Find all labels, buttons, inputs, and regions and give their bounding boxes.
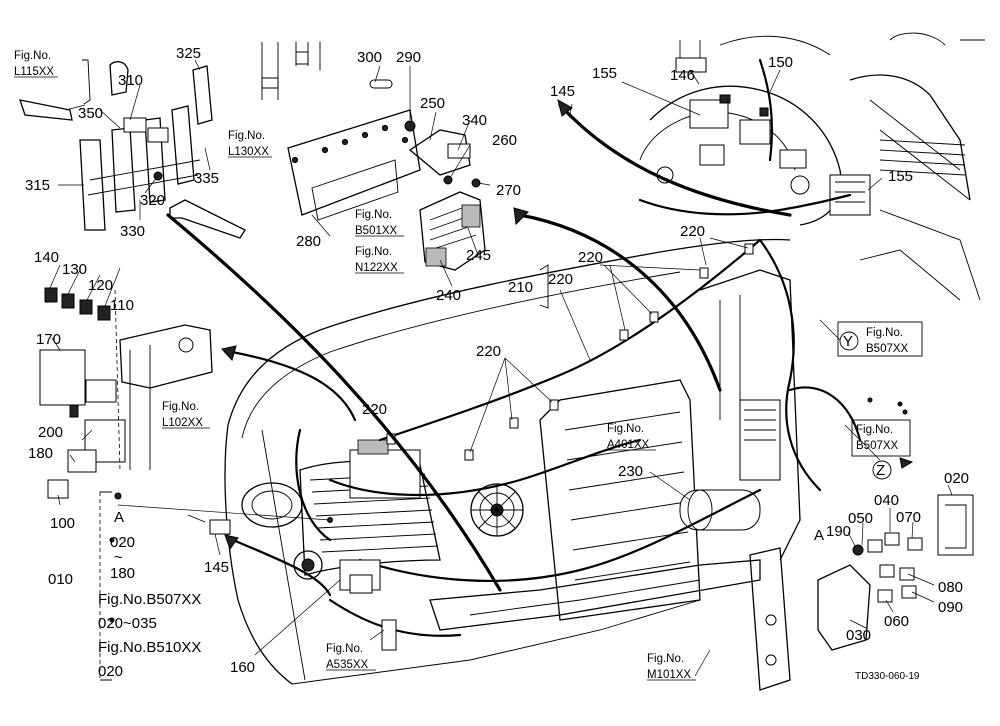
figure-ref-label: Fig.No. xyxy=(355,209,392,221)
part-callout: 350 xyxy=(78,105,103,122)
figure-references: Fig.No. L115XX Fig.No. L130XX Fig.No. B5… xyxy=(14,50,909,681)
part-callout: 145 xyxy=(204,559,229,576)
figure-ref-number: L130XX xyxy=(228,146,269,158)
drawing-id: TD330-060-19 xyxy=(855,671,920,682)
figure-ref-label: Fig.No. xyxy=(228,130,265,142)
part-callout: 050 xyxy=(848,510,873,527)
part-callout: 090 xyxy=(938,599,963,616)
part-callout: 330 xyxy=(120,223,145,240)
part-callout: 230 xyxy=(618,463,643,480)
part-callout: 335 xyxy=(194,170,219,187)
figure-ref-label: Fig.No. xyxy=(162,401,199,413)
figure-ref-label: Fig.No. xyxy=(326,643,363,655)
part-callout: 210 xyxy=(508,279,533,296)
part-callout: 150 xyxy=(768,54,793,71)
part-callout: 220 xyxy=(680,223,705,240)
part-callouts: 325 310 350 315 320 330 335 300 290 250 … xyxy=(25,45,969,676)
diagram-line-art xyxy=(19,32,985,691)
part-callout: 220 xyxy=(548,271,573,288)
view-markers: A Y Z xyxy=(814,331,892,544)
figure-ref-label: Fig.No. xyxy=(355,246,392,258)
part-callout: 220 xyxy=(476,343,501,360)
part-callout: 146 xyxy=(670,67,695,84)
note-range-start: 020 xyxy=(110,534,135,551)
part-callout: 340 xyxy=(462,112,487,129)
part-callout: 245 xyxy=(466,247,491,264)
part-callout: 270 xyxy=(496,182,521,199)
part-callout: 290 xyxy=(396,49,421,66)
figure-ref-number: L102XX xyxy=(162,417,203,429)
part-callout: 260 xyxy=(492,132,517,149)
part-callout: 010 xyxy=(48,571,73,588)
part-callout: 120 xyxy=(88,277,113,294)
part-callout: 220 xyxy=(362,401,387,418)
figure-ref-number: B501XX xyxy=(355,225,398,237)
figure-ref-number: B507XX xyxy=(856,440,899,452)
part-callout: 320 xyxy=(140,192,165,209)
part-callout: 155 xyxy=(592,65,617,82)
figure-ref-label: Fig.No. xyxy=(856,424,893,436)
part-callout: 130 xyxy=(62,261,87,278)
note-fig-ref-2: Fig.No.B510XX xyxy=(98,639,201,656)
part-callout: 300 xyxy=(357,49,382,66)
part-callout: 140 xyxy=(34,249,59,266)
view-marker-z: Z xyxy=(876,462,885,479)
part-callout: 155 xyxy=(888,168,913,185)
part-callout: 315 xyxy=(25,177,50,194)
figure-ref-number: B507XX xyxy=(866,343,909,355)
note-tilde: ~ xyxy=(114,549,123,566)
figure-ref-label: Fig.No. xyxy=(647,653,684,665)
view-marker-y: Y xyxy=(843,333,853,350)
part-callout: 220 xyxy=(578,249,603,266)
figure-ref-number: L115XX xyxy=(14,66,54,78)
assembly-note: A 020 ~ 180 Fig.No.B507XX 020~035 Fig.No… xyxy=(98,509,201,680)
figure-ref-label: Fig.No. xyxy=(866,327,903,339)
note-view-a: A xyxy=(114,509,124,526)
figure-ref-number: M101XX xyxy=(647,669,691,681)
note-fig-ref-1: Fig.No.B507XX xyxy=(98,591,201,608)
figure-ref-label: Fig.No. xyxy=(14,50,51,62)
note-range-2: 020~035 xyxy=(98,615,157,632)
figure-ref-label: Fig.No. xyxy=(607,423,644,435)
part-callout: 040 xyxy=(874,492,899,509)
part-callout: 100 xyxy=(50,515,75,532)
part-callout: 190 xyxy=(826,523,851,540)
part-callout: 145 xyxy=(550,83,575,100)
note-range-end: 180 xyxy=(110,565,135,582)
figure-ref-number: N122XX xyxy=(355,262,398,274)
view-marker-a: A xyxy=(814,527,824,544)
figure-ref-number: A401XX xyxy=(607,439,650,451)
part-callout: 200 xyxy=(38,424,63,441)
part-callout: 180 xyxy=(28,445,53,462)
part-callout: 170 xyxy=(36,331,61,348)
part-callout: 080 xyxy=(938,579,963,596)
part-callout: 110 xyxy=(110,297,134,314)
part-callout: 070 xyxy=(896,509,921,526)
part-callout: 160 xyxy=(230,659,255,676)
note-range-3: 020 xyxy=(98,663,123,680)
part-callout: 060 xyxy=(884,613,909,630)
part-callout: 280 xyxy=(296,233,321,250)
figure-ref-number: A535XX xyxy=(326,659,369,671)
part-callout: 030 xyxy=(846,627,871,644)
part-callout: 325 xyxy=(176,45,201,62)
part-callout: 250 xyxy=(420,95,445,112)
part-callout: 240 xyxy=(436,287,461,304)
part-callout: 310 xyxy=(118,72,143,89)
part-callout: 020 xyxy=(944,470,969,487)
